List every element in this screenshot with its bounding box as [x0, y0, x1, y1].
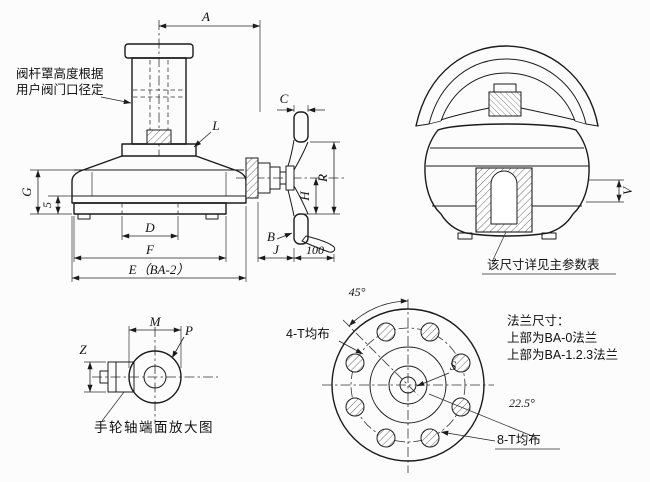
flange-note-line3: 上部为BA-1.2.3法兰 — [507, 347, 618, 362]
stem-note-line1: 阀杆罩高度根据 — [16, 66, 104, 81]
flange-outer-circle — [331, 308, 485, 462]
handwheel-handle — [301, 235, 336, 253]
shaft-end-outer-circle — [128, 350, 182, 404]
callout-4t-label: 4-T均布 — [286, 327, 330, 341]
dim-v: V — [586, 179, 635, 203]
dim-d-label: D — [144, 220, 155, 235]
bolt-circle — [350, 327, 466, 443]
valve-stem-cover — [121, 43, 197, 157]
dim-a: A — [159, 9, 261, 112]
output-shaft — [245, 157, 294, 199]
dim-s: S — [416, 358, 457, 387]
key-block — [99, 361, 135, 393]
callout-4t: 4-T均布 — [286, 327, 364, 355]
perspective-view: V 该尺寸详见主参数表 — [415, 45, 635, 275]
actuator-body — [71, 155, 247, 220]
dim-l: L — [193, 118, 220, 148]
dim-e: E（BA-2） — [71, 206, 247, 282]
dim-f: F — [73, 216, 227, 262]
angle-22-5: 22.5° — [428, 393, 538, 439]
dim-c-label: C — [280, 91, 289, 106]
angle-45: 45° — [349, 285, 409, 327]
handwheel-rim — [415, 45, 599, 127]
dim-e-label: E（BA-2） — [128, 262, 190, 277]
callout-8t-label: 8-T均布 — [497, 433, 541, 447]
dim-l-label: L — [211, 118, 219, 133]
handwheel-hub — [488, 91, 522, 117]
detail-caption: 手轮轴端面放大图 — [94, 391, 214, 435]
dim-5: 5 — [40, 195, 72, 214]
dim-f-label: F — [145, 242, 155, 257]
main-parameter-note-text: 该尺寸详见主参数表 — [487, 257, 600, 272]
dim-s-label: S — [450, 358, 457, 373]
shaft-end-detail-view: M P Z 手轮轴端面放大图 — [79, 314, 218, 435]
callout-8t: 8-T均布 — [440, 430, 560, 450]
dim-z: Z — [79, 342, 106, 393]
dim-j-100: J 100 — [257, 202, 335, 262]
dim-b: B — [267, 229, 293, 244]
handwheel-spoke-left — [440, 107, 490, 121]
dim-v-label: V — [620, 185, 635, 195]
stem-height-note: 阀杆罩高度根据 用户阀门口径定 — [16, 66, 132, 105]
section-cut — [475, 167, 533, 233]
flange-inner-circle — [369, 346, 447, 424]
dim-r-label: R — [315, 174, 330, 183]
front-view: A C R H G — [16, 9, 346, 282]
dim-c: C — [277, 91, 325, 113]
main-parameter-note: 该尺寸详见主参数表 — [482, 231, 616, 275]
dim-h-label: H — [297, 191, 312, 202]
dim-m: M — [128, 314, 182, 368]
flange-note-line2: 上部为BA-0法兰 — [507, 330, 597, 345]
dim-p: P — [171, 323, 193, 359]
dim-p-label: P — [184, 323, 193, 338]
dim-m-label: M — [149, 314, 162, 329]
shaft-end-bore-circle — [143, 365, 167, 389]
dim-100-label: 100 — [306, 243, 324, 257]
angle-22-5-label: 22.5° — [509, 396, 535, 410]
dim-g-label: G — [19, 187, 34, 197]
flange-center-bore — [399, 376, 417, 394]
flange-boss-circle — [388, 365, 428, 405]
bolt-holes — [345, 322, 471, 448]
dim-g: G — [19, 169, 74, 215]
dim-b-label: B — [267, 229, 275, 244]
angle-45-label: 45° — [349, 285, 366, 299]
flange-bottom-view: 45° 4-T均布 S 22.5° 8-T均布 — [286, 285, 560, 473]
flange-note-line1: 法兰尺寸： — [507, 314, 570, 328]
dim-z-label: Z — [79, 342, 87, 357]
stem-note-line2: 用户阀门口径定 — [16, 82, 104, 97]
dim-j-label: J — [273, 242, 280, 257]
handwheel-spoke-right — [520, 107, 576, 121]
detail-caption-text: 手轮轴端面放大图 — [94, 420, 214, 435]
dim-a-label: A — [201, 9, 210, 24]
dim-d: D — [121, 216, 179, 240]
dim-r: R — [300, 141, 340, 215]
flange-notes: 法兰尺寸： 上部为BA-0法兰 上部为BA-1.2.3法兰 — [507, 314, 618, 362]
dim-5-label: 5 — [40, 202, 54, 208]
dim-h: H — [297, 178, 319, 214]
gearbox-body — [424, 123, 590, 240]
